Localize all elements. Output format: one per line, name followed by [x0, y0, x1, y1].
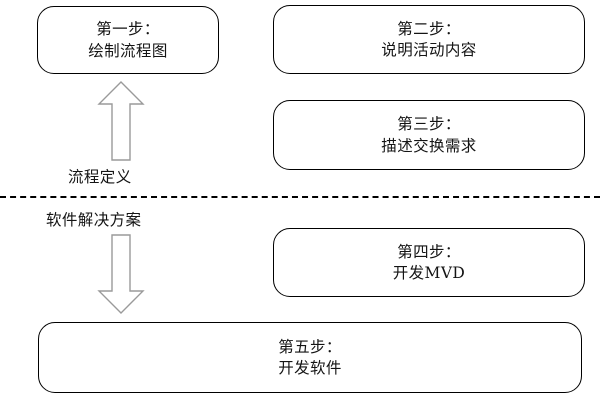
- step-box-3[interactable]: 第三步： 描述交换需求: [273, 100, 585, 170]
- step-box-5[interactable]: 第五步： 开发软件: [38, 322, 582, 393]
- step-box-3-description: 描述交换需求: [381, 136, 477, 155]
- step-box-2-description: 说明活动内容: [381, 41, 477, 59]
- step-box-1-title: 第一步：: [96, 20, 160, 39]
- label-software-solution: 软件解决方案: [46, 211, 142, 229]
- step-box-1[interactable]: 第一步： 绘制流程图: [37, 6, 219, 74]
- step-box-4-title: 第四步：: [397, 242, 461, 261]
- dashed-divider: [0, 196, 600, 198]
- step-box-2-title: 第二步：: [397, 19, 461, 38]
- arrow-up-icon: [97, 81, 145, 161]
- label-process-definition: 流程定义: [68, 168, 132, 186]
- step-box-4[interactable]: 第四步： 开发MVD: [273, 228, 585, 297]
- step-box-4-description: 开发MVD: [392, 264, 466, 282]
- step-box-2[interactable]: 第二步： 说明活动内容: [273, 5, 585, 74]
- step-box-5-title: 第五步：: [278, 337, 342, 356]
- arrow-down-icon: [97, 234, 145, 314]
- step-box-3-title: 第三步：: [397, 115, 461, 134]
- step-box-1-description: 绘制流程图: [88, 41, 168, 60]
- step-box-5-description: 开发软件: [278, 359, 342, 377]
